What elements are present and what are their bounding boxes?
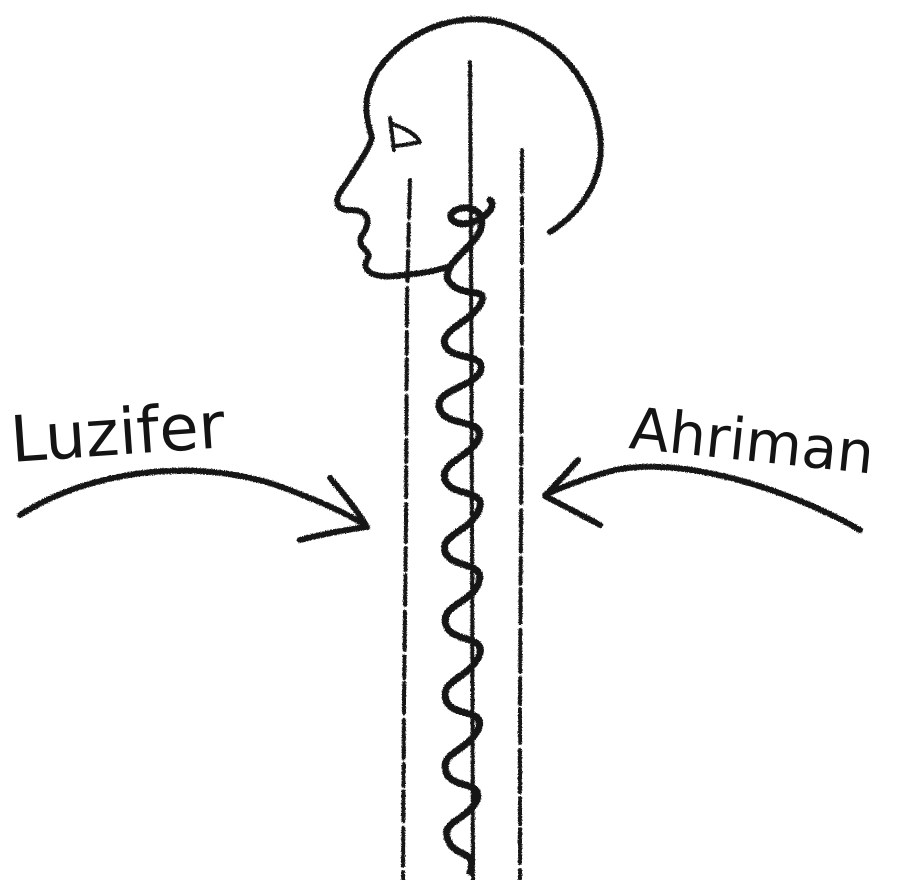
eye xyxy=(390,118,420,150)
ahriman-label: Ahriman xyxy=(627,394,878,487)
spine-line-left xyxy=(403,180,410,880)
serpent-coil xyxy=(439,200,492,872)
spine-line-center xyxy=(470,62,473,880)
luzifer-label: Luzifer xyxy=(8,389,228,478)
left-arrow xyxy=(20,471,365,525)
spine-line-right xyxy=(520,150,522,880)
